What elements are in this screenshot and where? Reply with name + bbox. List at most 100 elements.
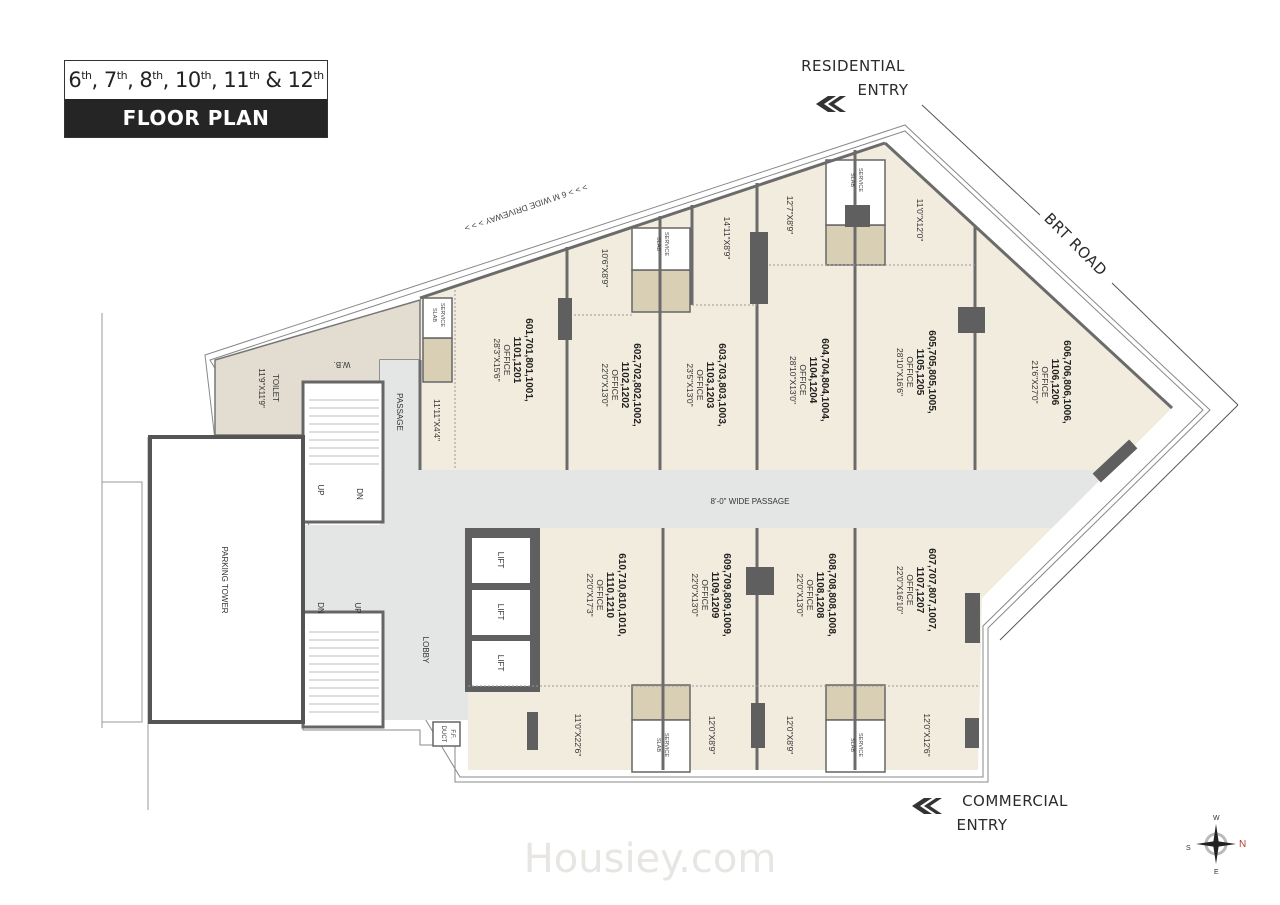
unit-dimensions: 22'0"X16'10": [895, 566, 905, 614]
partition-walls: [418, 141, 1174, 770]
lift-label: LIFT: [496, 552, 505, 569]
lift-3[interactable]: [472, 641, 530, 686]
service-slab-label: SLAB: [431, 308, 437, 322]
unit-type: OFFICE: [502, 344, 512, 375]
office-units: 601,701,801,1001,1101,1201OFFICE28'3"X15…: [492, 318, 1072, 637]
ff-duct-label: DUCT: [440, 726, 446, 743]
dim-label: 12'0"X8'9": [785, 716, 795, 755]
driveway-label: > > > 6 M WIDE DRIVEWAY > > >: [463, 182, 589, 234]
residential-entry-label: RESIDENTIAL: [801, 57, 905, 75]
lift-1[interactable]: [472, 538, 530, 583]
service-slab-label: SERVICE: [857, 733, 863, 757]
unit-type: OFFICE: [595, 579, 605, 610]
dim-label: 11'0"X12'0": [915, 199, 925, 242]
brt-road-label: BRT ROAD: [1040, 209, 1110, 279]
unit-numbers: 1105,1205: [914, 349, 925, 396]
unit-numbers: 1104,1204: [807, 357, 818, 404]
unit-type: OFFICE: [905, 356, 915, 387]
unit-dimensions: 22'0"X13'0": [600, 363, 610, 406]
unit-numbers: 1109,1209: [709, 572, 720, 619]
unit-numbers: 606,706,806,1006,: [1061, 340, 1072, 424]
unit-dimensions: 22'0"X17'3": [585, 573, 595, 616]
dim-label: 10'6"X8'9": [600, 249, 610, 288]
unit-numbers: 603,703,803,1003,: [716, 343, 727, 427]
office-unit-label: 606,706,806,1006,1106,1206OFFICE21'6"X27…: [1030, 340, 1072, 424]
service-slab-label: SLAB: [655, 738, 661, 752]
service-slab-label: SERVICE: [439, 303, 445, 327]
unit-type: OFFICE: [805, 579, 815, 610]
dim-label: 12'0"X8'9": [707, 716, 717, 755]
ff-duct-label: F.F.: [449, 729, 455, 739]
unit-type: OFFICE: [798, 364, 808, 395]
wide-passage-label: 8'-0" WIDE PASSAGE: [711, 497, 790, 506]
office-unit-label: 610,710,810,1010,1110,1210OFFICE22'0"X17…: [585, 553, 627, 637]
stair-dn-label: DN: [316, 602, 325, 614]
floor-6: 6th,: [68, 68, 104, 92]
compass-icon: W N S E: [1186, 815, 1246, 876]
dim-label: 14'11"X8'9": [722, 217, 732, 260]
unit-numbers: 1101,1201: [511, 337, 522, 384]
unit-dimensions: 21'6"X27'0": [1030, 360, 1040, 403]
office-unit-label: 602,702,802,1002,1102,1202OFFICE22'0"X13…: [600, 343, 642, 427]
unit-dimensions: 28'10"X16'6": [895, 348, 905, 396]
unit-type: OFFICE: [1040, 366, 1050, 397]
unit-numbers: 602,702,802,1002,: [631, 343, 642, 427]
unit-numbers: 1102,1202: [619, 362, 630, 409]
compass-w: W: [1213, 815, 1220, 822]
floor-7: 7th,: [103, 68, 140, 92]
dim-label: 12'7"X8'9": [785, 196, 795, 235]
lift-2[interactable]: [472, 590, 530, 635]
unit-numbers: 608,708,808,1008,: [826, 553, 837, 637]
unit-type: OFFICE: [700, 579, 710, 610]
toilet-label: TOILET: [271, 374, 280, 402]
service-slab-label: SLAB: [849, 738, 855, 752]
service-slabs: [422, 159, 886, 773]
unit-numbers: 1106,1206: [1049, 359, 1060, 406]
watermark: Housiey.com: [524, 836, 777, 882]
unit-numbers: 1103,1203: [704, 362, 715, 409]
compass-e: E: [1214, 869, 1219, 876]
passage-label: PASSAGE: [395, 393, 404, 431]
unit-dimensions: 28'10"X13'0": [788, 356, 798, 404]
compass-n: N: [1239, 839, 1246, 850]
office-unit-label: 601,701,801,1001,1101,1201OFFICE28'3"X15…: [492, 318, 534, 402]
floor-8: 8th,: [139, 68, 175, 92]
stair-dn-label: DN: [355, 488, 364, 500]
office-unit-label: 604,704,804,1004,1104,1204OFFICE28'10"X1…: [788, 338, 830, 422]
columns: [527, 205, 1138, 750]
dim-label: 11'11"X4'4": [432, 399, 442, 441]
brt-road-edge: [921, 104, 1239, 641]
floor-10: 10th,: [174, 68, 224, 92]
compass-s: S: [1186, 845, 1191, 852]
floor-plan-subtitle: FLOOR PLAN: [65, 99, 327, 137]
unit-numbers: 1108,1208: [814, 572, 825, 619]
unit-dimensions: 22'0"X13'0": [690, 573, 700, 616]
dimension-labels: 10'6"X8'9" 14'11"X8'9" 12'7"X8'9" 11'0"X…: [432, 196, 932, 757]
dim-label: 11'0"X22'6": [573, 714, 583, 757]
stair-treads: [309, 399, 379, 713]
stair-up-label: UP: [353, 602, 362, 613]
unit-numbers: 1107,1207: [914, 567, 925, 614]
service-slab-label: SERVICE: [857, 168, 863, 192]
commercial-entry-label: ENTRY: [957, 816, 1008, 834]
commercial-entry-arrow-icon: [912, 798, 942, 814]
parking-tower: [148, 435, 305, 724]
office-unit-label: 609,709,809,1009,1109,1209OFFICE22'0"X13…: [690, 553, 732, 637]
office-floor: [420, 143, 1172, 770]
service-slab-label: SLAB: [655, 237, 661, 251]
unit-dimensions: 28'3"X15'6": [492, 338, 502, 381]
service-slab-label: SLAB: [849, 173, 855, 187]
stair-up-label: UP: [316, 484, 325, 495]
office-unit-label: 603,703,803,1003,1103,1203OFFICE23'5"X13…: [685, 343, 727, 427]
lobby-label: LOBBY: [421, 637, 430, 664]
unit-numbers: 1110,1210: [604, 572, 615, 619]
service-slab-label: SERVICE: [663, 232, 669, 256]
unit-numbers: 601,701,801,1001,: [523, 318, 534, 402]
wash-basin-label: W.B.: [334, 360, 351, 369]
ff-duct: [432, 721, 461, 747]
unit-numbers: 604,704,804,1004,: [819, 338, 830, 422]
dim-label: 12'0"X12'6": [922, 713, 932, 756]
floor-list: 6th, 7th, 8th, 10th, 11th & 12th: [65, 61, 327, 99]
